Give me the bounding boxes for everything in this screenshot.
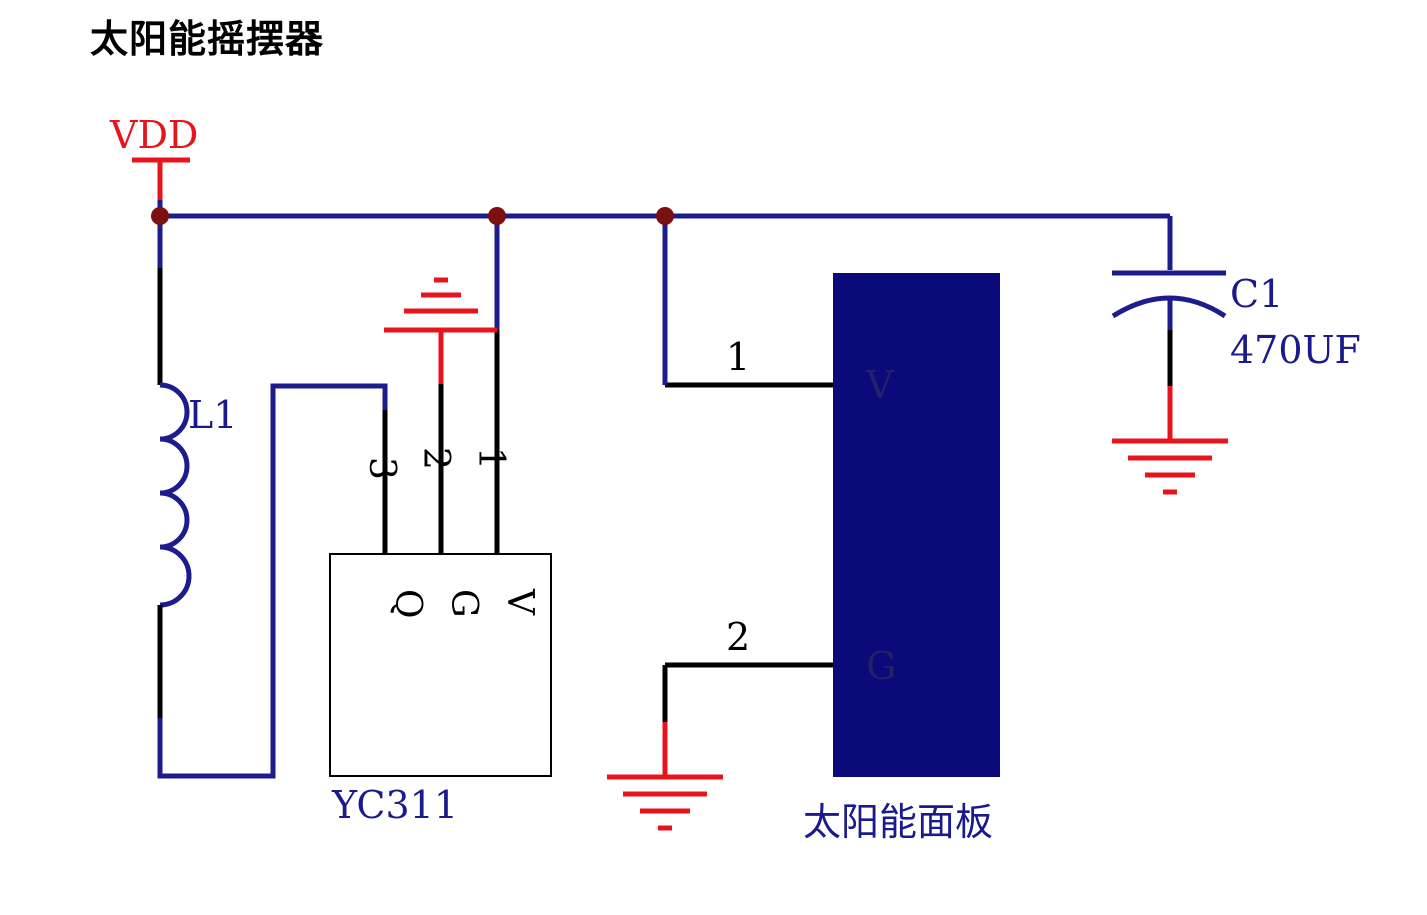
ic-body	[329, 553, 552, 777]
ic-pin-number-2: 2	[415, 447, 456, 470]
page-title: 太阳能摇摆器	[90, 17, 325, 61]
capacitor-ground-symbol	[1112, 386, 1228, 495]
solar-panel-name: 太阳能面板	[803, 800, 993, 844]
inductor-designator: L1	[188, 393, 237, 437]
solar-panel-pin-number-2: 2	[726, 615, 750, 659]
capacitor-designator: C1	[1230, 272, 1283, 316]
solar-panel-pin-number-1: 1	[726, 335, 750, 379]
ic-pin-name-g: G	[443, 589, 484, 618]
inductor-to-q-wire	[157, 383, 388, 779]
ic-pin-number-1: 1	[470, 447, 511, 470]
junction-dot	[488, 207, 506, 225]
ic-name: YC311	[331, 783, 458, 827]
solar-panel-pin-g-name: G	[866, 644, 896, 688]
vdd-label: VDD	[109, 113, 198, 157]
vdd-power-port: VDD	[109, 113, 198, 200]
solar-panel-body	[833, 273, 1000, 777]
ic-pin-name-q: Q	[387, 589, 428, 619]
ic-ground-symbol	[384, 277, 497, 384]
junction-dot	[656, 207, 674, 225]
capacitor-c1: C1 470UF	[1111, 216, 1361, 386]
junction-dot	[151, 207, 169, 225]
solar-panel-pin-v-name: V	[865, 363, 894, 407]
inductor-coil	[159, 382, 192, 608]
solar-panel: V G 太阳能面板 1 2	[665, 273, 1000, 844]
ic-pin-number-3: 3	[361, 457, 402, 480]
capacitor-value: 470UF	[1230, 328, 1361, 372]
ic-pin-name-v: V	[499, 588, 540, 616]
ic-yc311: 3 2 1 Q G V YC311	[329, 330, 552, 827]
solar-ground-symbol	[607, 722, 723, 831]
